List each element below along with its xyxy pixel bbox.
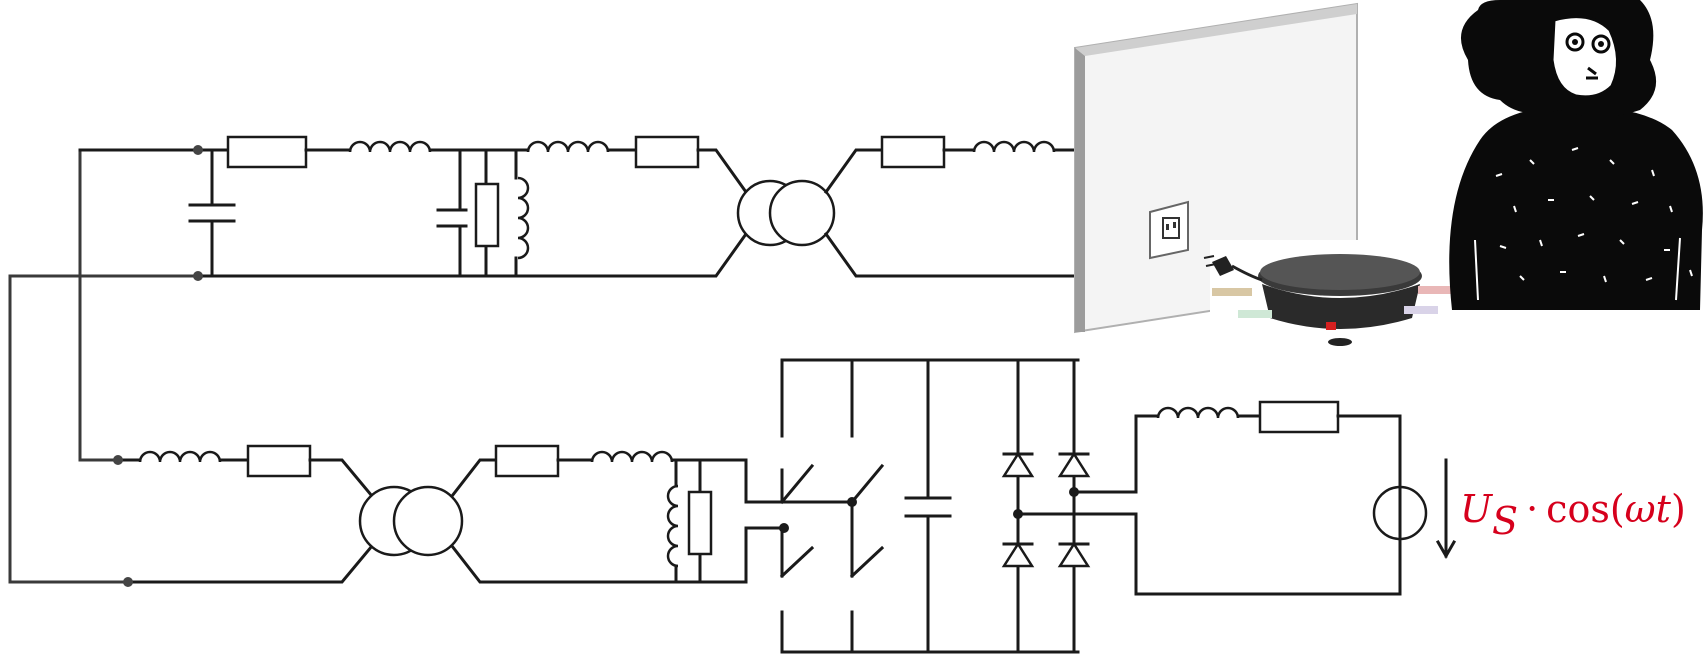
upper-resistor-1 <box>226 135 308 169</box>
upper-transformer <box>736 179 836 247</box>
diode-1 <box>1001 451 1035 478</box>
diode-3 <box>1057 451 1091 478</box>
lower-shunt-inductor <box>666 484 680 568</box>
lower-inductor-2 <box>590 450 674 464</box>
upper-inductor-2 <box>526 140 610 154</box>
lower-shunt-resistor <box>687 490 713 556</box>
upper-capacitor-1 <box>188 203 236 223</box>
diode-2 <box>1001 541 1035 568</box>
power-plug-icon <box>1203 255 1263 282</box>
load-resistor <box>1258 400 1340 434</box>
upper-bottom-wire <box>196 231 749 278</box>
diode-4 <box>1057 541 1091 568</box>
upper-line <box>8 135 1077 584</box>
upper-shunt-resistor <box>474 182 500 248</box>
dc-link-capacitor <box>904 496 952 518</box>
bridge-circuit <box>779 358 1457 654</box>
switch-1 <box>779 463 815 505</box>
lower-line <box>113 444 786 587</box>
lower-inductor-1 <box>138 450 222 464</box>
lower-transformer <box>358 485 464 557</box>
upper-resistor-2 <box>634 135 700 169</box>
lower-resistor-2 <box>494 444 560 478</box>
upper-resistor-3 <box>880 135 946 169</box>
upper-shunt-inductor <box>516 176 530 260</box>
upper-feeder-wire <box>78 150 118 462</box>
raclette-grill-icon <box>1210 240 1460 360</box>
upper-capacitor-2 <box>436 208 468 228</box>
upper-inductor-1 <box>348 140 432 154</box>
load-inductor <box>1156 406 1240 420</box>
wall-socket-icon[interactable] <box>1149 200 1189 260</box>
source-voltage-label: US·cos(ωt) <box>1460 487 1686 543</box>
lower-resistor-1 <box>246 444 312 478</box>
person-cartoon-icon <box>1449 0 1703 310</box>
switch-4 <box>849 545 885 579</box>
upper-return-wire <box>8 274 198 584</box>
upper-inductor-3 <box>972 140 1056 154</box>
switch-3 <box>849 463 885 505</box>
switch-2 <box>779 545 815 579</box>
